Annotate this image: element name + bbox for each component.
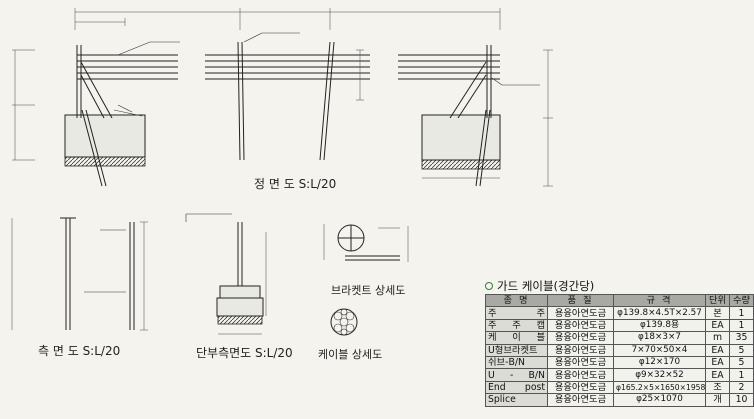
table-row: Splice 용융아연도금 φ25×1070 개 10: [485, 393, 754, 407]
cable-detail-title: 케이블 상세도: [318, 348, 382, 361]
front-view-elevation: 정 면 도 S:L/20: [12, 8, 553, 191]
spec-table: 종 명 품 질 규 격 단위 수량 주 주 용융아연도금 φ139.8×4.5T…: [485, 293, 754, 407]
table-cell: 용융아연도금: [547, 393, 614, 407]
bracket-detail-title: 브라켓트 상세도: [331, 284, 405, 297]
table-cell: 용융아연도금: [547, 368, 614, 382]
table-cell: φ12×170: [613, 355, 706, 370]
bracket-detail: 브라켓트 상세도: [323, 224, 409, 297]
table-cell: 주 주: [485, 306, 548, 320]
table-cell: 용융아연도금: [547, 318, 614, 333]
table-cell: U형브라켓트: [485, 343, 548, 357]
left-end-post-assembly: [12, 45, 146, 187]
table-cell: 본: [705, 306, 730, 320]
side-view-title: 측 면 도 S:L/20: [38, 344, 120, 358]
table-cell: φ139.8용: [613, 318, 706, 333]
table-cell: 35: [729, 331, 754, 345]
table-cell: 용융아연도금: [547, 355, 614, 370]
table-cell: 7×70×50×4: [613, 343, 706, 357]
spec-title: 가드 케이블(경간당): [485, 279, 753, 293]
table-cell: U - B/N: [485, 368, 548, 382]
table-cell: Splice: [485, 393, 548, 407]
table-cell: 5: [729, 355, 754, 370]
end-side-view: 단부측면도 S:L/20: [185, 213, 293, 360]
table-cell: EA: [705, 368, 730, 382]
side-view: 측 면 도 S:L/20: [11, 217, 148, 358]
table-row: End post 용융아연도금 φ165.2×5×1650×1958 조 2: [485, 380, 754, 395]
table-cell: EA: [705, 318, 730, 333]
column-header: 단위: [705, 293, 730, 308]
table-cell: 용융아연도금: [547, 306, 614, 320]
table-cell: EA: [705, 355, 730, 370]
front-view-title: 정 면 도 S:L/20: [254, 177, 336, 191]
table-cell: φ165.2×5×1650×1958: [613, 380, 706, 395]
intermediate-post-2: [319, 41, 364, 161]
spec-title-text: 가드 케이블(경간당): [497, 279, 595, 293]
table-row: 쉬브-B/N 용융아연도금 φ12×170 EA 5: [485, 355, 754, 370]
table-cell: φ139.8×4.5T×2.57: [613, 306, 706, 320]
table-cell: 용융아연도금: [547, 331, 614, 345]
table-cell: 1: [729, 368, 754, 382]
table-cell: 10: [729, 393, 754, 407]
intermediate-post-1: [237, 32, 300, 161]
table-cell: 용융아연도금: [547, 380, 614, 395]
table-row: U - B/N 용융아연도금 φ9×32×52 EA 1: [485, 368, 754, 382]
table-cell: m: [705, 331, 730, 345]
spec-panel: 가드 케이블(경간당) 종 명 품 질 규 격 단위 수량 주 주 용융아연도금…: [485, 279, 754, 407]
table-cell: 1: [729, 306, 754, 320]
overall-dimension-line: [74, 8, 501, 30]
table-cell: 5: [729, 343, 754, 357]
table-row: U형브라켓트 용융아연도금 7×70×50×4 EA 5: [485, 343, 754, 357]
table-cell: φ9×32×52: [613, 368, 706, 382]
table-header-row: 종 명 품 질 규 격 단위 수량: [485, 293, 754, 308]
column-header: 품 질: [547, 293, 614, 308]
table-cell: 2: [729, 380, 754, 395]
table-cell: 용융아연도금: [547, 343, 614, 357]
table-cell: 개: [705, 393, 730, 407]
table-cell: End post: [485, 380, 548, 395]
table-row: 주 주 캡 용융아연도금 φ139.8용 EA 1: [485, 318, 754, 333]
table-row: 주 주 용융아연도금 φ139.8×4.5T×2.57 본 1: [485, 306, 754, 320]
column-header: 규 격: [613, 293, 706, 308]
table-cell: EA: [705, 343, 730, 357]
column-header: 종 명: [485, 293, 548, 308]
table-cell: φ18×3×7: [613, 331, 706, 345]
table-cell: 조: [705, 380, 730, 395]
table-cell: φ25×1070: [613, 393, 706, 407]
end-side-view-title: 단부측면도 S:L/20: [196, 346, 293, 360]
table-cell: 쉬브-B/N: [485, 355, 548, 370]
table-cell: 케 이 블: [485, 331, 548, 345]
table-cell: 주 주 캡: [485, 318, 548, 333]
table-cell: 1: [729, 318, 754, 333]
table-row: 케 이 블 용융아연도금 φ18×3×7 m 35: [485, 331, 754, 345]
cable-detail: 케이블 상세도: [318, 308, 382, 361]
cables-left-span: [77, 41, 180, 80]
right-end-post-assembly: [398, 45, 553, 187]
bullet-circle-icon: [485, 282, 493, 290]
cables-middle-span: [205, 54, 370, 80]
column-header: 수량: [729, 293, 754, 308]
